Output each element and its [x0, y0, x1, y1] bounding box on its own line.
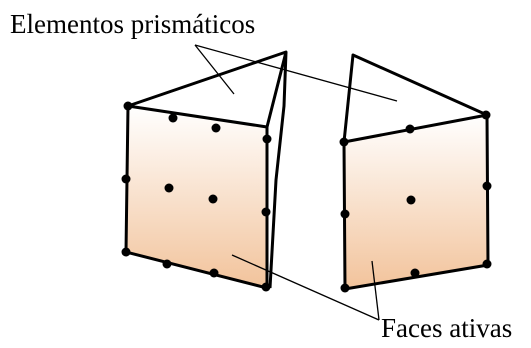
node — [410, 268, 420, 278]
node — [482, 259, 492, 269]
node — [208, 194, 218, 204]
node — [121, 247, 131, 257]
node — [209, 268, 219, 278]
node — [405, 124, 415, 134]
right-prism-top-edge — [342, 53, 488, 143]
left-prism-back-edge — [268, 51, 288, 289]
node — [261, 282, 271, 292]
node — [482, 181, 492, 191]
node — [406, 195, 416, 205]
node — [262, 134, 272, 144]
left-prism-nodes — [121, 101, 272, 292]
node — [339, 137, 349, 147]
node — [261, 207, 271, 217]
right-prism-active-face — [342, 113, 490, 291]
right-prism-nodes — [339, 110, 492, 293]
leader-prismatic-right — [194, 44, 398, 102]
node — [164, 183, 174, 193]
node — [162, 259, 172, 269]
leader-active-face-right — [371, 260, 380, 321]
leader-prismatic-left — [194, 44, 235, 95]
node — [340, 209, 350, 219]
right-prism — [339, 53, 492, 293]
node — [168, 113, 178, 123]
node — [340, 283, 350, 293]
prismatic-elements-label: Elementos prismáticos — [10, 9, 256, 39]
node — [211, 123, 221, 133]
active-faces-label: Faces ativas — [381, 313, 513, 343]
left-prism — [121, 50, 288, 292]
leader-lines — [194, 44, 398, 321]
node — [481, 110, 491, 120]
leader-active-face-left — [231, 254, 380, 321]
node — [121, 174, 131, 184]
node — [123, 101, 133, 111]
